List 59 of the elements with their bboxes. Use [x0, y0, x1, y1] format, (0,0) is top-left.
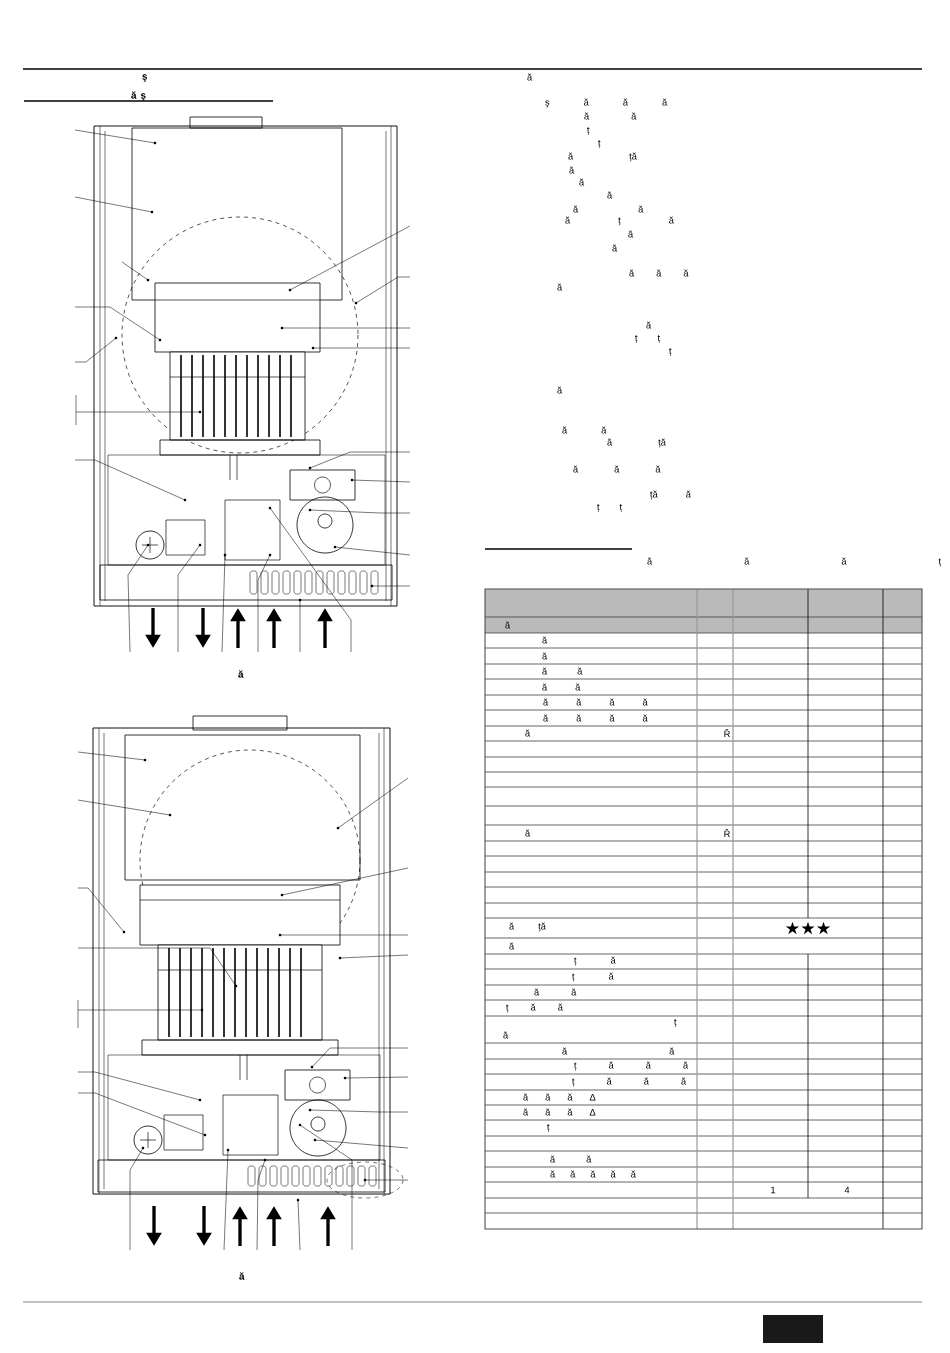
body-text-line: ă [557, 283, 563, 291]
body-text-line: ă [579, 178, 585, 186]
table-text: ț [547, 1124, 550, 1133]
body-text-line: ş ă ă ă [545, 98, 668, 108]
body-text-line: ț ț [597, 504, 623, 512]
table-text: ă ă [542, 667, 583, 675]
table-text: ă ă [534, 988, 577, 996]
body-text-line: ă ă [584, 112, 637, 120]
table-text: 1 [771, 1186, 776, 1194]
body-text-line: ț [669, 348, 672, 356]
body-text-line: ă ță [607, 438, 666, 448]
table-text: ă ă ă Δ [523, 1093, 596, 1101]
table-text: ă [542, 652, 548, 660]
body-text-line: ă ă ă [573, 465, 661, 473]
body-text-line: ă [569, 166, 575, 174]
body-text-line: ă [527, 73, 533, 81]
table-text: ă [525, 729, 531, 737]
section-heading: ş [142, 74, 148, 82]
table-text: ă [503, 1031, 509, 1039]
star-rating: ★★★ [785, 921, 831, 935]
table-text: ț ă ă [506, 1003, 563, 1013]
table-text: ă [542, 636, 548, 644]
body-text-line: ă [646, 321, 652, 329]
section-heading: ă ş [131, 91, 146, 101]
table-text: ă ă ă ă [543, 714, 648, 722]
table-text: ă [509, 942, 515, 950]
table-text: ă ță [509, 922, 546, 932]
body-text-line: ă [612, 244, 618, 252]
table-text: ț ă ă ă [574, 1061, 689, 1071]
table-text: ă [505, 621, 511, 629]
body-text-line: ț [587, 127, 590, 135]
body-text-line: ă [557, 386, 563, 394]
table-text: ț ă [572, 972, 614, 982]
table-text: ă ă [562, 1047, 675, 1055]
body-text-line: ă ă [573, 205, 644, 213]
table-text: ț [674, 1019, 677, 1028]
body-text-line: ț [598, 140, 601, 148]
table-text: ț ă ă ă [572, 1077, 687, 1087]
body-text-line: ă ță [568, 152, 637, 162]
figure-caption: ă [238, 670, 244, 678]
table-text: ă ă ă Δ [523, 1108, 596, 1116]
body-text-line: ă [628, 230, 634, 238]
table-text: ă ă ă ă [543, 698, 648, 706]
body-text-line: ă ă [562, 426, 607, 434]
table-text: ă ă [550, 1155, 592, 1163]
figure-caption: ă [239, 1272, 245, 1280]
body-text-line: ț ț [635, 335, 661, 343]
body-text-line: ă [607, 191, 613, 199]
table-text: ă ă [542, 683, 581, 691]
body-text-line: ă ă ă [629, 269, 689, 277]
table-text: ă ă ă ă ă [550, 1170, 636, 1178]
table-text: Ř [724, 728, 730, 738]
table-text: 4 [844, 1186, 850, 1194]
table-text: Ř [724, 828, 730, 838]
table-text: ț ă [574, 956, 616, 966]
body-text-line: ță ă [650, 490, 691, 500]
body-text-line: ă ă ă ț [647, 557, 942, 567]
body-text-line: ă ț ă [565, 216, 674, 226]
table-text: ă [525, 829, 531, 837]
